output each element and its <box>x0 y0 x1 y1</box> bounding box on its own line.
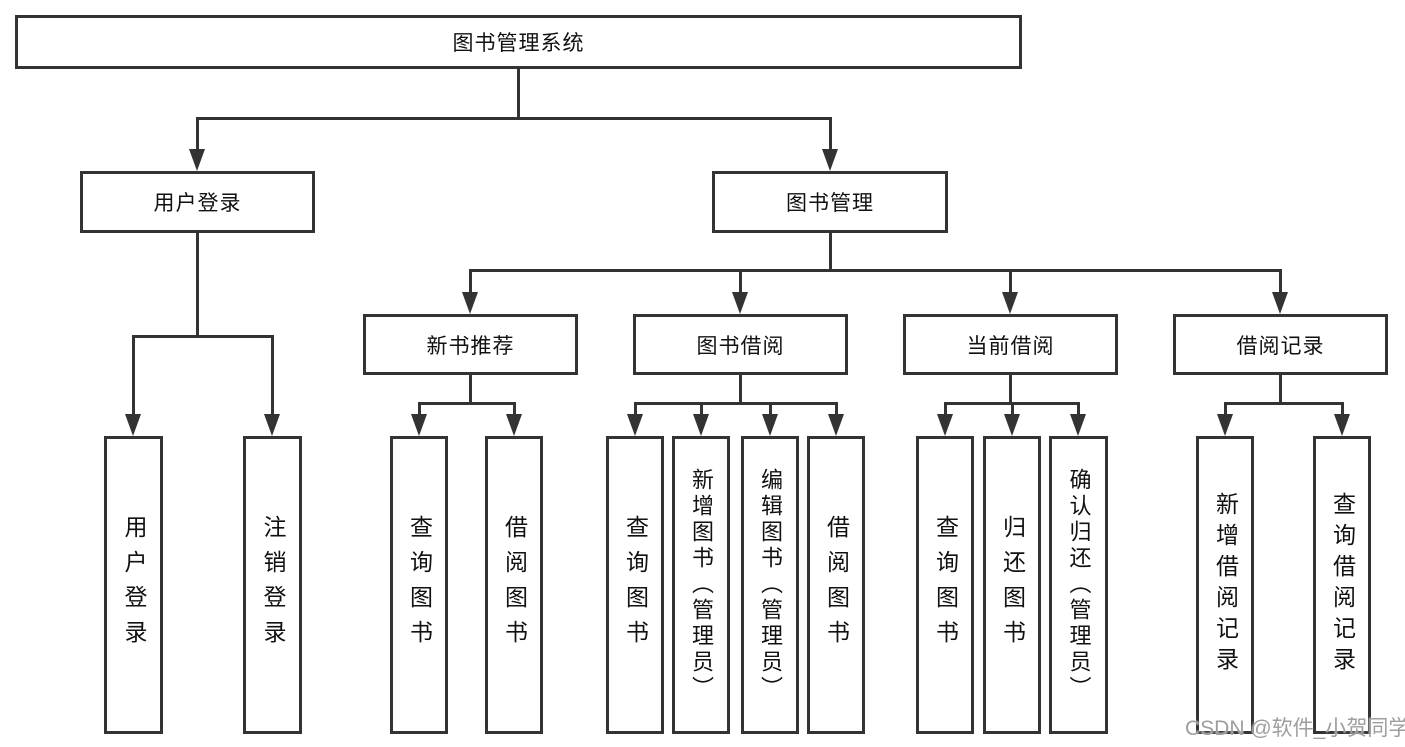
leaf-nbr-query-books: 查询图书 <box>390 436 448 734</box>
connector-arrow-shaft <box>1341 402 1344 416</box>
connector-book-mgmt-stub <box>829 233 832 271</box>
arrow-down-icon <box>1217 414 1233 436</box>
node-new-book-rec-label: 新书推荐 <box>426 334 515 358</box>
leaf-bb-add-books-admin: 新增图书（管理员） <box>672 436 730 734</box>
arrow-down-icon <box>627 414 643 436</box>
arrow-down-icon <box>1002 292 1018 314</box>
leaf-bb-query-books-label: 查询图书 <box>622 515 649 655</box>
connector-current-borrow-stub <box>1009 375 1012 404</box>
arrow-down-icon <box>822 149 838 171</box>
connector-borrow-record-hbar <box>1224 402 1344 405</box>
arrow-down-icon <box>937 414 953 436</box>
leaf-cb-confirm-return-admin-label: 确认归还（管理员） <box>1066 468 1092 702</box>
arrow-down-icon <box>1004 414 1020 436</box>
connector-arrow-current-borrow-shaft <box>1009 269 1012 293</box>
connector-arrow-shaft <box>513 402 516 416</box>
leaf-cb-confirm-return-admin: 确认归还（管理员） <box>1049 436 1108 734</box>
arrow-down-icon <box>506 414 522 436</box>
arrow-down-icon <box>125 414 141 436</box>
connector-new-book-rec-stub <box>469 375 472 404</box>
connector-arrow-shaft <box>1077 402 1080 416</box>
arrow-down-icon <box>732 292 748 314</box>
connector-arrow-book-borrow-shaft <box>739 269 742 293</box>
connector-arrow-new-book-rec-shaft <box>469 269 472 293</box>
arrow-down-icon <box>1070 414 1086 436</box>
arrow-down-icon <box>189 149 205 171</box>
leaf-br-add-record-label: 新增借阅记录 <box>1212 492 1239 678</box>
arrow-down-icon <box>462 292 478 314</box>
leaf-br-add-record: 新增借阅记录 <box>1196 436 1254 734</box>
connector-arrow-shaft <box>1224 402 1227 416</box>
connector-root-stub <box>517 69 520 118</box>
connector-book-borrow-stub <box>739 375 742 404</box>
connector-arrow-shaft <box>1011 402 1014 416</box>
node-borrow-record-label: 借阅记录 <box>1236 334 1325 358</box>
node-user-login-label: 用户登录 <box>153 192 242 215</box>
connector-root-hbar <box>196 117 832 120</box>
leaf-nbr-query-books-label: 查询图书 <box>406 515 433 655</box>
csdn-watermark: CSDN @软件_小贺同学 <box>1185 717 1405 740</box>
arrow-down-icon <box>1272 292 1288 314</box>
node-root-system: 图书管理系统 <box>15 15 1022 69</box>
connector-borrow-record-stub <box>1279 375 1282 404</box>
leaf-bb-borrow-books: 借阅图书 <box>807 436 865 734</box>
node-current-borrow: 当前借阅 <box>903 314 1118 375</box>
connector-arrow-shaft <box>769 402 772 416</box>
node-book-mgmt: 图书管理 <box>712 171 948 233</box>
leaf-br-query-record-label: 查询借阅记录 <box>1329 492 1356 678</box>
node-root-system-label: 图书管理系统 <box>452 32 585 55</box>
leaf-cb-return-books-label: 归还图书 <box>999 515 1026 655</box>
leaf-cb-query-books-label: 查询图书 <box>932 515 959 655</box>
leaf-nbr-borrow-books-label: 借阅图书 <box>501 515 528 655</box>
connector-arrow-leaf-logout-shaft <box>271 335 274 415</box>
arrow-down-icon <box>1334 414 1350 436</box>
connector-arrow-shaft <box>835 402 838 416</box>
leaf-user-login: 用户登录 <box>104 436 163 734</box>
connector-arrow-book-mgmt-shaft <box>829 117 832 153</box>
arrow-down-icon <box>264 414 280 436</box>
connector-book-borrow-hbar <box>634 402 838 405</box>
arrow-down-icon <box>762 414 778 436</box>
node-book-mgmt-label: 图书管理 <box>786 192 874 215</box>
arrow-down-icon <box>693 414 709 436</box>
connector-user-login-stub <box>196 233 199 337</box>
leaf-logout: 注销登录 <box>243 436 302 734</box>
arrow-down-icon <box>828 414 844 436</box>
connector-arrow-user-login-shaft <box>196 117 199 153</box>
leaf-cb-query-books: 查询图书 <box>916 436 974 734</box>
leaf-bb-edit-books-admin: 编辑图书（管理员） <box>741 436 799 734</box>
leaf-bb-edit-books-admin-label: 编辑图书（管理员） <box>758 468 783 702</box>
node-book-borrow: 图书借阅 <box>633 314 848 375</box>
connector-arrow-leaf-login-shaft <box>132 335 135 415</box>
leaf-nbr-borrow-books: 借阅图书 <box>485 436 543 734</box>
connector-arrow-shaft <box>418 402 421 416</box>
connector-new-book-rec-hbar <box>418 402 516 405</box>
node-current-borrow-label: 当前借阅 <box>966 334 1055 358</box>
connector-arrow-shaft <box>700 402 703 416</box>
node-user-login: 用户登录 <box>80 171 315 233</box>
leaf-bb-query-books: 查询图书 <box>606 436 664 734</box>
node-new-book-rec: 新书推荐 <box>363 314 578 375</box>
connector-arrow-borrow-record-shaft <box>1279 269 1282 293</box>
arrow-down-icon <box>411 414 427 436</box>
connector-arrow-shaft <box>944 402 947 416</box>
leaf-user-login-label: 用户登录 <box>121 515 147 655</box>
connector-arrow-shaft <box>634 402 637 416</box>
leaf-logout-label: 注销登录 <box>260 515 286 655</box>
node-borrow-record: 借阅记录 <box>1173 314 1388 375</box>
connector-user-login-hbar <box>132 335 274 338</box>
leaf-br-query-record: 查询借阅记录 <box>1313 436 1371 734</box>
node-book-borrow-label: 图书借阅 <box>696 334 785 358</box>
connector-book-mgmt-hbar <box>469 269 1282 272</box>
leaf-bb-add-books-admin-label: 新增图书（管理员） <box>689 468 714 702</box>
leaf-bb-borrow-books-label: 借阅图书 <box>823 515 850 655</box>
leaf-cb-return-books: 归还图书 <box>983 436 1041 734</box>
